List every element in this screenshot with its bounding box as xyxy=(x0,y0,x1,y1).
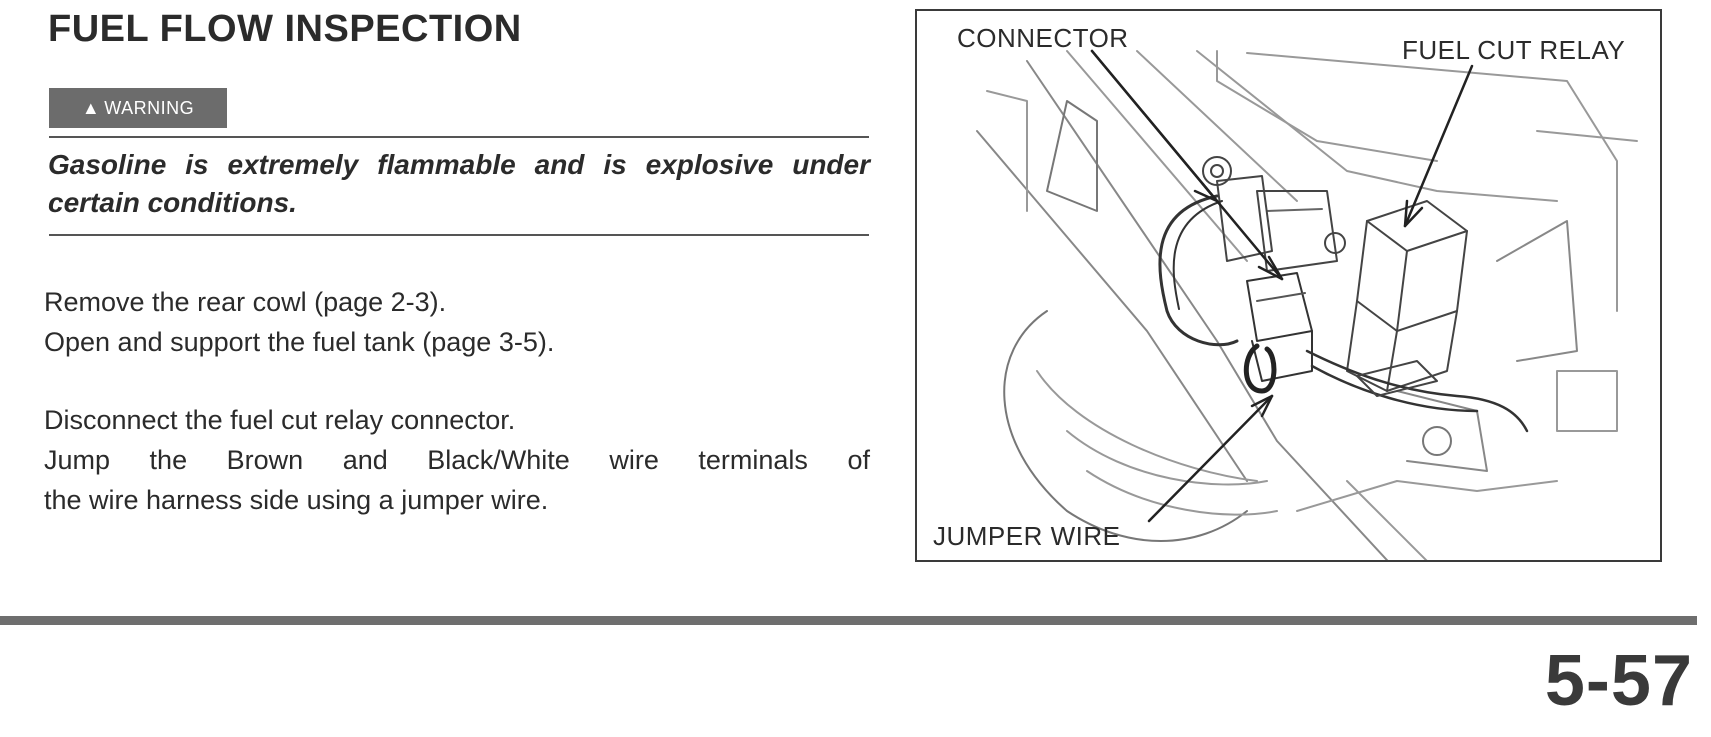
warning-bottom-rule xyxy=(49,234,869,236)
instruction-line: Open and support the fuel tank (page 3-5… xyxy=(44,327,555,357)
connector-label: CONNECTOR xyxy=(957,23,1129,53)
warning-triangle-icon: ▲ xyxy=(81,97,101,118)
warning-top-rule xyxy=(49,136,869,138)
instruction-line: Jump the Brown and Black/White wire term… xyxy=(44,445,870,475)
page-number: 5-57 xyxy=(1544,641,1693,721)
warning-badge-label: WARNING xyxy=(104,97,195,118)
fuel-cut-relay-figure: CONNECTOR FUEL CUT RELAY JUMPER WIRE xyxy=(915,9,1662,562)
jumper-wire-label: JUMPER WIRE xyxy=(933,521,1121,551)
page-title: FUEL FLOW INSPECTION xyxy=(48,8,522,50)
instruction-paragraph-1: Remove the rear cowl (page 2-3). Open an… xyxy=(44,282,870,362)
warning-text: Gasoline is extremely flammable and is e… xyxy=(48,149,870,218)
footer-rule xyxy=(0,616,1697,625)
instruction-line: the wire harness side using a jumper wir… xyxy=(44,485,549,515)
instruction-line: Remove the rear cowl (page 2-3). xyxy=(44,287,447,317)
relay-illustration xyxy=(976,49,1638,560)
instruction-line: Disconnect the fuel cut relay connector. xyxy=(44,405,516,435)
fuel-cut-relay-label: FUEL CUT RELAY xyxy=(1402,35,1626,65)
instruction-paragraph-2: Disconnect the fuel cut relay connector.… xyxy=(44,400,870,520)
warning-badge: ▲ WARNING xyxy=(49,88,227,128)
